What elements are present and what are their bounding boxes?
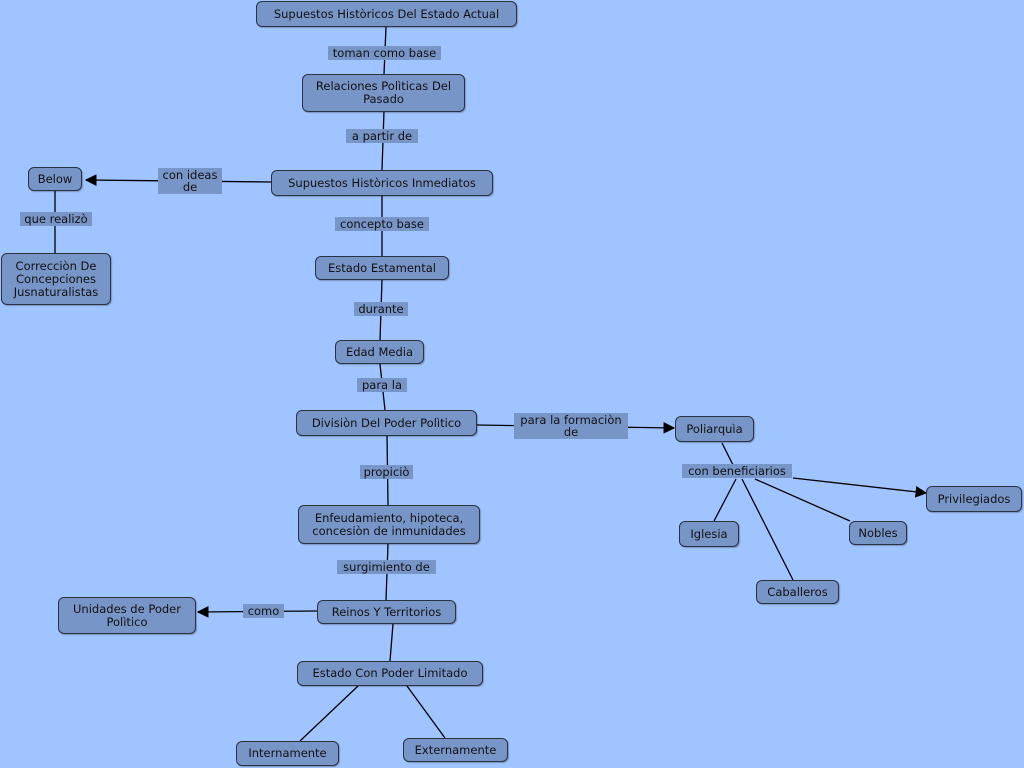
link-label-que-realizo: que realizò bbox=[20, 212, 92, 226]
concept-enfeudamiento[interactable]: Enfeudamiento, hipoteca, concesiòn de in… bbox=[298, 505, 480, 544]
link-label-con-beneficiarios: con beneficiarios bbox=[682, 464, 792, 478]
concept-poliarquia[interactable]: Poliarquìa bbox=[675, 416, 754, 442]
concept-relaciones-politicas-pasado[interactable]: Relaciones Polìticas Del Pasado bbox=[302, 74, 465, 112]
link-label-propicio: propiciò bbox=[360, 465, 413, 479]
line-poliarquia-beneficiarios bbox=[721, 442, 734, 466]
line-beneficiarios-iglesia bbox=[713, 478, 737, 522]
concept-internamente[interactable]: Internamente bbox=[236, 741, 339, 766]
concept-estado-estamental[interactable]: Estado Estamental bbox=[315, 256, 449, 280]
link-label-surgimiento-de: surgimiento de bbox=[337, 560, 436, 574]
concept-edad-media[interactable]: Edad Media bbox=[335, 340, 424, 364]
link-label-para-la: para la bbox=[357, 378, 407, 392]
line-beneficiarios-nobles bbox=[754, 478, 851, 522]
concept-nobles[interactable]: Nobles bbox=[849, 521, 907, 545]
line-beneficiarios-caballeros bbox=[741, 478, 794, 581]
concept-estado-poder-limitado[interactable]: Estado Con Poder Limitado bbox=[297, 661, 483, 686]
concept-correccion-concepciones[interactable]: Correcciòn De Concepciones Jusnaturalist… bbox=[1, 253, 111, 305]
line-limitado-externamente bbox=[406, 685, 446, 739]
link-label-a-partir-de: a partir de bbox=[346, 129, 418, 143]
link-label-con-ideas-de: con ideas de bbox=[158, 168, 222, 194]
link-label-concepto-base: concepto base bbox=[335, 217, 429, 231]
line-reinos-limitado bbox=[389, 623, 394, 662]
line-limitado-internamente bbox=[299, 685, 359, 742]
concept-reinos-territorios[interactable]: Reinos Y Territorios bbox=[317, 600, 456, 624]
concept-below[interactable]: Below bbox=[28, 167, 82, 191]
concept-supuestos-historicos-inmediatos[interactable]: Supuestos Històricos Inmediatos bbox=[271, 170, 493, 196]
concept-division-poder-politico[interactable]: Divisiòn Del Poder Polìtico bbox=[296, 410, 477, 436]
concept-privilegiados[interactable]: Privilegiados bbox=[926, 486, 1022, 512]
concept-unidades-poder-politico[interactable]: Unidades de Poder Polìtico bbox=[58, 597, 196, 634]
concept-iglesia[interactable]: Iglesia bbox=[679, 521, 739, 547]
link-label-durante: durante bbox=[354, 302, 408, 316]
concept-caballeros[interactable]: Caballeros bbox=[756, 580, 839, 604]
concept-externamente[interactable]: Externamente bbox=[403, 738, 508, 762]
line-beneficiarios-privilegiados bbox=[792, 477, 928, 498]
link-label-toman-como-base: toman como base bbox=[328, 46, 441, 60]
link-label-para-la-formacion-de: para la formaciòn de bbox=[514, 413, 628, 439]
link-label-como: como bbox=[243, 604, 284, 618]
concept-supuestos-historicos-estado-actual[interactable]: Supuestos Històricos Del Estado Actual bbox=[256, 1, 517, 27]
